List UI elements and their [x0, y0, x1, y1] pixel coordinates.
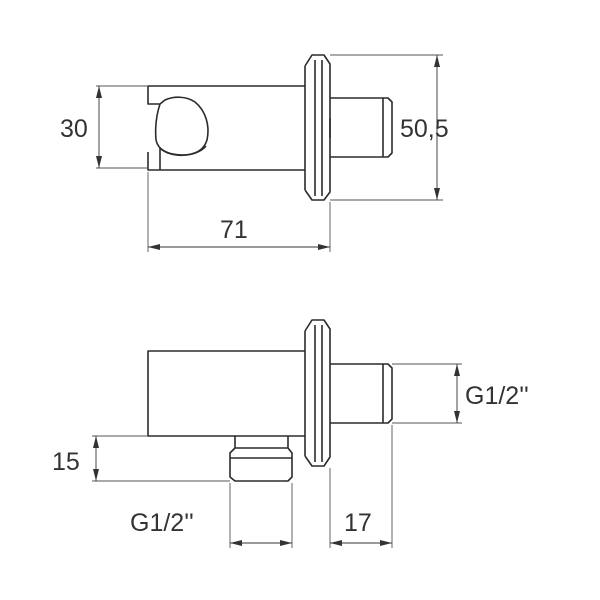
dim-top-right-50-5: 50,5 [330, 54, 449, 201]
top-wall-flange [304, 54, 331, 201]
dim-bottom-depth-17: 17 [329, 425, 393, 548]
dim-bottom-left-15: 15 [52, 435, 230, 482]
dim-label-71: 71 [220, 216, 248, 244]
dim-top-length-71: 71 [147, 172, 331, 252]
dim-bottom-thread: G1/2'' [130, 483, 293, 548]
bottom-thread-connector-down [229, 436, 293, 482]
dim-top-left-30: 30 [60, 85, 148, 169]
dim-label-thread-bottom: G1/2'' [130, 509, 194, 537]
top-holder-bottom [147, 148, 305, 171]
dim-label-50-5: 50,5 [400, 115, 449, 143]
bottom-wall-flange [304, 319, 331, 467]
dim-label-17: 17 [344, 509, 372, 537]
top-hook-inner [159, 145, 207, 157]
dim-bottom-right-thread: G1/2'' [392, 363, 529, 424]
bottom-thread-connector-right [330, 363, 393, 424]
bottom-holder-body [147, 350, 305, 437]
top-holder-body [147, 85, 305, 156]
dim-label-15: 15 [52, 448, 80, 476]
bottom-view [147, 319, 393, 482]
dim-label-30: 30 [60, 115, 88, 143]
dim-label-thread-right: G1/2'' [465, 382, 529, 410]
top-view [147, 54, 393, 201]
top-thread-connector [329, 97, 393, 158]
